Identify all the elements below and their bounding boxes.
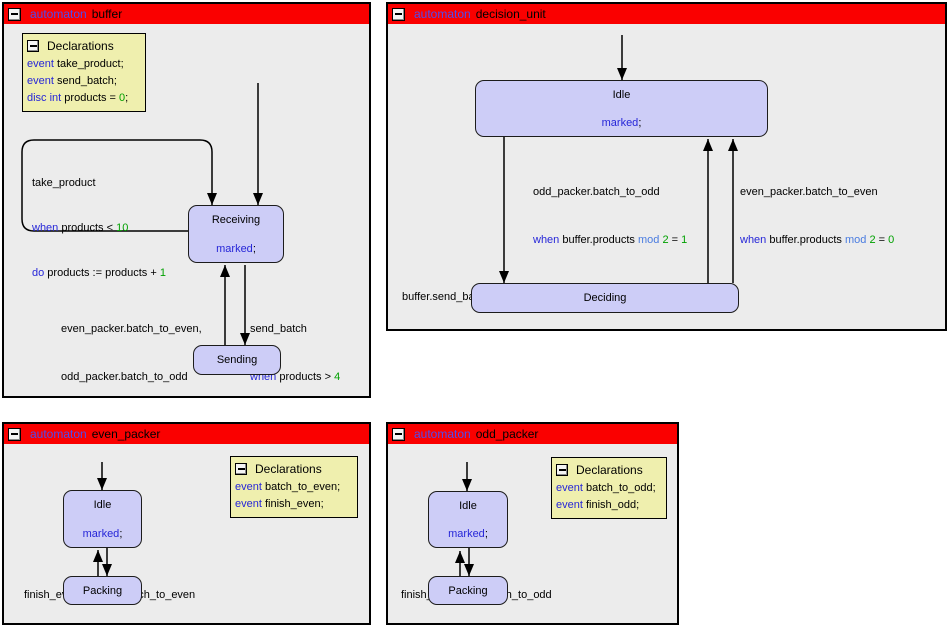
declaration-line: event send_batch; bbox=[27, 75, 117, 87]
declaration-line: event batch_to_even; bbox=[235, 481, 341, 493]
automaton-name: buffer bbox=[91, 7, 123, 21]
collapse-icon[interactable] bbox=[392, 7, 405, 21]
label-line: buffer.send_batch bbox=[402, 291, 490, 303]
state-name: Receiving bbox=[211, 214, 261, 226]
state-marked-label: marked; bbox=[216, 243, 256, 255]
state-receiving[interactable]: Receiving marked; bbox=[188, 205, 284, 263]
panel-titlebar-buffer[interactable]: automaton buffer bbox=[4, 4, 369, 24]
state-name: Sending bbox=[216, 354, 258, 366]
panel-title: automaton even_packer bbox=[30, 427, 160, 441]
declaration-line: event finish_even; bbox=[235, 498, 324, 510]
declaration-line: event batch_to_odd; bbox=[556, 482, 656, 494]
label-line: even_packer.batch_to_even, bbox=[61, 323, 202, 335]
collapse-icon[interactable] bbox=[27, 39, 39, 52]
state-deciding[interactable]: Deciding bbox=[471, 283, 739, 313]
state-name: Idle bbox=[93, 499, 112, 511]
state-marked-label: marked; bbox=[82, 528, 123, 540]
minus-icon bbox=[395, 13, 402, 15]
panel-title: automaton odd_packer bbox=[414, 427, 538, 441]
panel-titlebar-decision-unit[interactable]: automaton decision_unit bbox=[388, 4, 945, 24]
collapse-icon[interactable] bbox=[392, 427, 405, 441]
panel-titlebar-even-packer[interactable]: automaton even_packer bbox=[4, 424, 369, 444]
panel-odd-packer: automaton odd_packer Declarations event b… bbox=[386, 422, 679, 625]
label-line: send_batch bbox=[250, 323, 307, 335]
state-name: Packing bbox=[82, 584, 123, 597]
label-line: when buffer.products mod 2 = 1 bbox=[533, 234, 688, 246]
panel-titlebar-odd-packer[interactable]: automaton odd_packer bbox=[388, 424, 677, 444]
automaton-keyword: automaton bbox=[414, 7, 471, 21]
transition-label-batch-to-even[interactable]: even_packer.batch_to_even when buffer.pr… bbox=[740, 152, 894, 280]
state-name: Idle bbox=[612, 89, 631, 101]
declaration-line: event finish_odd; bbox=[556, 499, 640, 511]
automaton-name: odd_packer bbox=[475, 427, 539, 441]
minus-icon bbox=[395, 433, 402, 435]
panel-buffer: automaton buffer Declarations event take_… bbox=[2, 2, 371, 398]
panel-even-packer: automaton even_packer Declarations event … bbox=[2, 422, 371, 625]
declarations-title: Declarations bbox=[576, 462, 643, 477]
minus-icon bbox=[558, 468, 566, 471]
panel-title: automaton buffer bbox=[30, 7, 122, 21]
state-idle[interactable]: Idle marked; bbox=[63, 490, 142, 548]
declarations-box-even-packer[interactable]: Declarations event batch_to_even; event … bbox=[230, 456, 358, 518]
state-packing[interactable]: Packing bbox=[63, 576, 142, 605]
declarations-title: Declarations bbox=[255, 461, 322, 476]
label-line: when products < 10 bbox=[32, 222, 129, 234]
collapse-icon[interactable] bbox=[8, 427, 21, 441]
automaton-keyword: automaton bbox=[30, 427, 87, 441]
label-line: even_packer.batch_to_even bbox=[740, 186, 878, 198]
declarations-header: Declarations bbox=[556, 461, 661, 478]
state-idle[interactable]: Idle marked; bbox=[475, 80, 768, 137]
minus-icon bbox=[11, 433, 18, 435]
minus-icon bbox=[237, 467, 245, 470]
panel-title: automaton decision_unit bbox=[414, 7, 546, 21]
label-line: odd_packer.batch_to_odd bbox=[533, 186, 660, 198]
declarations-header: Declarations bbox=[27, 37, 140, 54]
state-marked-label: marked; bbox=[448, 528, 488, 540]
collapse-icon[interactable] bbox=[235, 462, 247, 475]
declarations-box-buffer[interactable]: Declarations event take_product; event s… bbox=[22, 33, 146, 112]
label-line: take_product bbox=[32, 177, 96, 189]
transition-label-batch[interactable]: even_packer.batch_to_even, odd_packer.ba… bbox=[61, 289, 202, 417]
declaration-line: disc int products = 0; bbox=[27, 92, 129, 104]
transition-label-buffer-send-batch[interactable]: buffer.send_batch bbox=[402, 257, 489, 337]
automaton-keyword: automaton bbox=[30, 7, 87, 21]
automaton-name: decision_unit bbox=[475, 7, 546, 21]
automaton-keyword: automaton bbox=[414, 427, 471, 441]
minus-icon bbox=[29, 44, 37, 47]
minus-icon bbox=[11, 13, 18, 15]
declaration-line: event take_product; bbox=[27, 58, 124, 70]
declarations-header: Declarations bbox=[235, 460, 352, 477]
state-name: Idle bbox=[459, 500, 477, 512]
label-line: odd_packer.batch_to_odd bbox=[61, 371, 188, 383]
label-line: do products := products + 1 bbox=[32, 267, 166, 279]
transition-label-batch-to-odd[interactable]: odd_packer.batch_to_odd when buffer.prod… bbox=[533, 152, 687, 280]
collapse-icon[interactable] bbox=[556, 463, 568, 476]
state-marked-label: marked; bbox=[601, 117, 642, 129]
collapse-icon[interactable] bbox=[8, 7, 21, 21]
state-sending[interactable]: Sending bbox=[193, 345, 281, 375]
declarations-title: Declarations bbox=[47, 38, 114, 53]
state-idle[interactable]: Idle marked; bbox=[428, 491, 508, 548]
transition-label-take-product[interactable]: take_product when products < 10 do produ… bbox=[32, 146, 166, 311]
panel-decision-unit: automaton decision_unit buffer.send_batch… bbox=[386, 2, 947, 331]
automaton-name: even_packer bbox=[91, 427, 161, 441]
state-name: Packing bbox=[448, 584, 488, 597]
label-line: when buffer.products mod 2 = 0 bbox=[740, 234, 895, 246]
state-packing[interactable]: Packing bbox=[428, 576, 508, 605]
declarations-box-odd-packer[interactable]: Declarations event batch_to_odd; event f… bbox=[551, 457, 667, 519]
state-name: Deciding bbox=[583, 292, 627, 304]
